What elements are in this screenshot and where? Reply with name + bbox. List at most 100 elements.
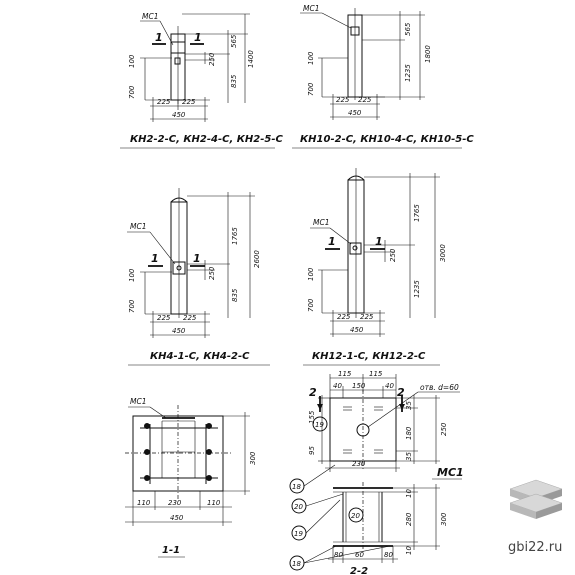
plate-label: МС1 — [303, 4, 319, 13]
dim-text: 10 — [405, 546, 413, 555]
plate-mc1-detail: 115 115 40 150 40 230 155 95 35 180 35 2… — [308, 370, 460, 472]
dim-text: 700 — [307, 298, 315, 312]
dim-text: 3000 — [439, 244, 447, 262]
dim-text: 1235 — [413, 280, 421, 298]
mc1-title: МС1 — [437, 466, 464, 479]
section-mark: 2 — [397, 386, 405, 399]
dim-text: 40 — [333, 382, 342, 390]
caption-kn4: КН4-1-С, КН4-2-С — [150, 351, 250, 362]
dim-text: 35 — [405, 401, 413, 410]
callout-18: 18 — [292, 483, 301, 491]
panel-kn2: 225 225 450 700 100 250 565 835 1400 1 1… — [120, 12, 284, 149]
dim-text: 300 — [249, 451, 257, 465]
dim-text: 80 — [334, 551, 343, 559]
section-mark: 1 — [328, 235, 336, 248]
dim-text: 450 — [348, 109, 362, 117]
dim-text: 280 — [405, 512, 413, 526]
section-mark: 1 — [193, 252, 201, 265]
section-2-2: 10 280 10 300 80 60 80 20 18 20 19 18 2-… — [289, 464, 448, 575]
section-1-1: 300 110 230 110 450 МС1 1-1 — [125, 397, 257, 558]
plate-label: МС1 — [142, 12, 158, 21]
dim-text: 80 — [384, 551, 393, 559]
dim-text: 225 — [336, 96, 350, 104]
callout-20: 20 — [351, 512, 360, 520]
dim-text: 1765 — [231, 227, 239, 245]
section-mark: 1 — [375, 235, 383, 248]
dim-text: 225 — [337, 313, 351, 321]
dim-text: 225 — [360, 313, 374, 321]
dim-text: 700 — [307, 82, 315, 96]
panel-kn10: 225 225 450 700 100 565 1235 1800 МС1 КН… — [292, 4, 474, 149]
dim-text: 700 — [128, 85, 136, 99]
dim-text: 110 — [207, 499, 221, 507]
section-mark: 1 — [155, 31, 163, 44]
dim-text: 1765 — [413, 204, 421, 222]
dim-text: 225 — [157, 314, 171, 322]
plate-label: МС1 — [313, 218, 329, 227]
dim-text: 450 — [172, 327, 186, 335]
plate-outline — [329, 397, 397, 462]
dim-text: 230 — [352, 460, 366, 468]
dim-text: 115 — [369, 370, 383, 378]
dim-text: 250 — [208, 52, 216, 66]
dim-text: 100 — [128, 54, 136, 68]
dim-text: 250 — [440, 422, 448, 436]
plate-label: МС1 — [130, 397, 146, 406]
embedded-plate — [170, 41, 186, 54]
dim-text: 40 — [385, 382, 394, 390]
dim-text: 60 — [355, 551, 364, 559]
callout-18: 18 — [292, 560, 301, 568]
hole-label: отв. d=60 — [420, 383, 459, 392]
dim-text: 250 — [389, 248, 397, 262]
dim-text: 180 — [405, 426, 413, 440]
dim-text: 300 — [440, 512, 448, 526]
dim-text: 115 — [338, 370, 352, 378]
dim-text: 225 — [157, 98, 171, 106]
caption-kn10: КН10-2-С, КН10-4-С, КН10-5-С — [300, 134, 474, 145]
dim-text: 95 — [308, 446, 316, 455]
watermark-logo — [509, 479, 563, 519]
dim-text: 450 — [350, 326, 364, 334]
dim-text: 110 — [137, 499, 151, 507]
caption-section-2-2: 2-2 — [350, 566, 368, 575]
dim-text: 225 — [182, 98, 196, 106]
dim-text: 100 — [128, 268, 136, 282]
dim-text: 565 — [230, 34, 238, 48]
dim-text: 225 — [183, 314, 197, 322]
caption-section-1-1: 1-1 — [162, 545, 180, 556]
caption-kn12: КН12-1-С, КН12-2-С — [312, 351, 426, 362]
dim-text: 10 — [405, 489, 413, 498]
dim-text: 835 — [231, 288, 239, 302]
dim-text: 35 — [405, 452, 413, 461]
dim-text: 155 — [308, 410, 316, 424]
dim-text: 100 — [307, 51, 315, 65]
caption-kn2: КН2-2-С, КН2-4-С, КН2-5-С — [130, 134, 284, 145]
dim-text: 700 — [128, 299, 136, 313]
panel-kn12: 225 225 450 700 100 250 1765 1235 3000 1… — [303, 168, 447, 366]
watermark-text: gbi22.ru — [508, 540, 562, 555]
dim-text: 1800 — [424, 45, 432, 63]
panel-kn4: 225 225 450 700 100 250 1765 835 2600 1 … — [127, 188, 270, 366]
dim-text: 230 — [168, 499, 182, 507]
dim-text: 225 — [358, 96, 372, 104]
dim-text: 1400 — [247, 50, 255, 68]
section-mark: 1 — [194, 31, 202, 44]
plate-label: МС1 — [130, 222, 146, 231]
dim-text: 565 — [404, 22, 412, 36]
dim-text: 100 — [307, 267, 315, 281]
section-mark: 2 — [309, 386, 317, 399]
hole — [356, 423, 370, 437]
dim-text: 835 — [230, 74, 238, 88]
dim-text: 2600 — [253, 250, 261, 268]
dim-text: 450 — [172, 111, 186, 119]
dim-text: 150 — [352, 382, 366, 390]
callout-19: 19 — [315, 421, 324, 429]
callout-19: 19 — [294, 530, 303, 538]
callout-20: 20 — [294, 503, 303, 511]
dim-text: 450 — [170, 514, 184, 522]
dim-text: 1235 — [404, 64, 412, 82]
section-mark: 1 — [151, 252, 159, 265]
dim-text: 250 — [208, 266, 216, 280]
